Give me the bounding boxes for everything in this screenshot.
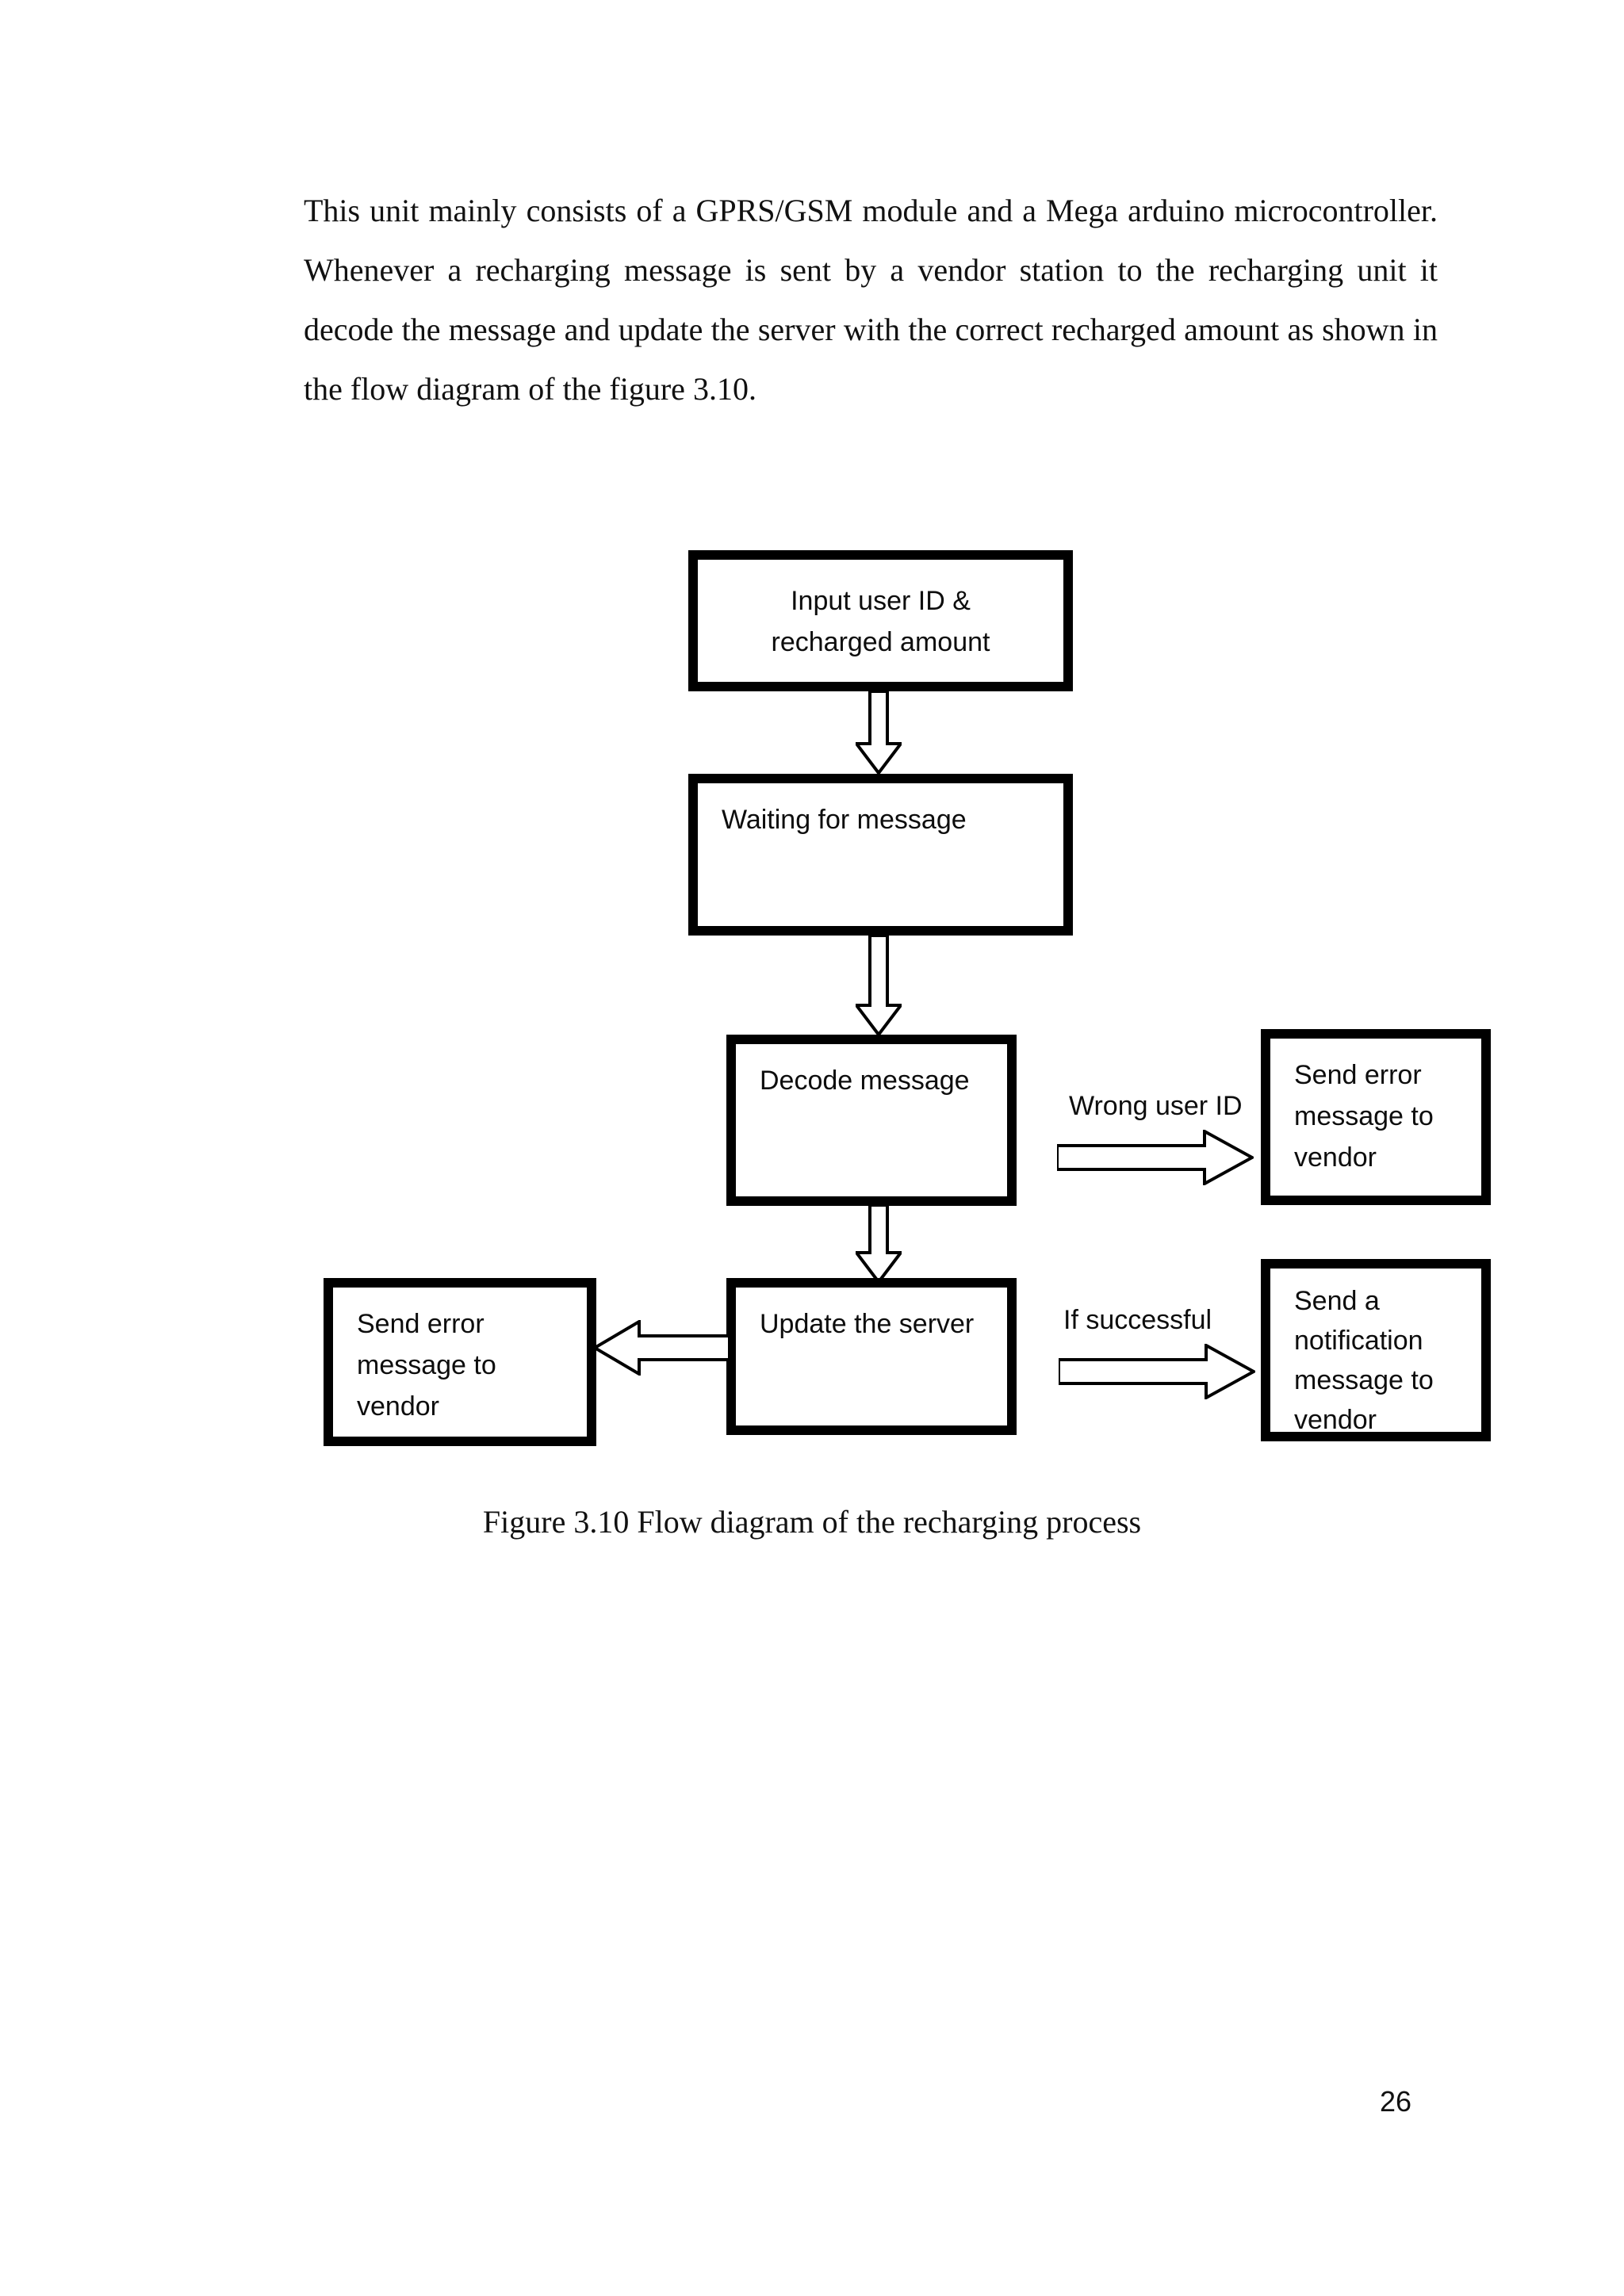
flow-arrow-decode-to-update [856,1205,902,1283]
flow-edge-label-wrong-user-id: Wrong user ID [1069,1091,1243,1121]
flow-node-error-right-label: Send error message to vendor [1294,1060,1434,1173]
flow-node-decode: Decode message [726,1035,1017,1206]
flow-node-error-left: Send error message to vendor [324,1278,596,1446]
flow-node-error-right: Send error message to vendor [1261,1029,1491,1205]
flow-node-update: Update the server [726,1278,1017,1435]
flow-node-waiting: Waiting for message [688,774,1073,936]
flow-node-decode-label: Decode message [760,1066,970,1096]
flow-edge-label-if-successful: If successful [1063,1305,1212,1335]
flow-node-input: Input user ID & recharged amount [688,550,1073,691]
flow-node-update-label: Update the server [760,1309,975,1339]
flow-node-notify-label: Send a notification message to vendor [1294,1286,1434,1435]
flow-arrow-input-to-waiting [856,691,902,774]
flow-node-waiting-label: Waiting for message [722,805,967,835]
figure-caption: Figure 3.10 Flow diagram of the rechargi… [482,1504,1142,1540]
flow-arrow-decode-to-error-right [1057,1130,1254,1185]
flow-arrow-update-to-notify [1059,1344,1255,1399]
flow-node-notify: Send a notification message to vendor [1261,1259,1491,1441]
flow-node-error-left-label: Send error message to vendor [357,1309,496,1422]
flow-arrow-waiting-to-decode [856,936,902,1035]
flow-node-input-label: Input user ID & recharged amount [771,586,990,657]
flow-arrow-update-to-error-left [593,1320,730,1376]
body-paragraph: This unit mainly consists of a GPRS/GSM … [304,193,1438,407]
page-number: 26 [1380,2085,1412,2118]
